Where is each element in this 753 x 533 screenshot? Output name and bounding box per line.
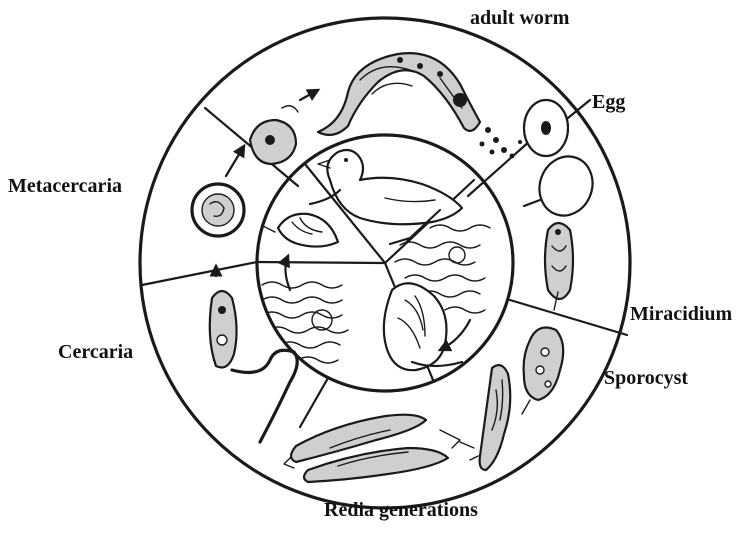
redia-right	[480, 365, 511, 470]
miracidium	[545, 223, 573, 310]
metacercaria	[192, 146, 244, 236]
label-miracidium: Miracidium	[630, 303, 733, 325]
redia-generations	[284, 415, 478, 482]
label-redia: Redia generations	[324, 499, 478, 521]
water-bubble-2	[449, 247, 465, 263]
sporocyst	[522, 328, 563, 414]
duck-host	[318, 150, 462, 244]
hatched-egg	[524, 149, 601, 223]
juvenile-fluke	[250, 90, 318, 164]
label-sporocyst: Sporocyst	[604, 367, 688, 389]
label-cercaria: Cercaria	[58, 341, 133, 363]
snail-small	[263, 214, 338, 247]
adult-worm	[318, 53, 480, 135]
label-egg: Egg	[592, 91, 625, 113]
water-waves	[262, 225, 490, 363]
cercaria	[210, 266, 297, 442]
label-metacercaria: Metacercaria	[8, 175, 122, 197]
label-adult-worm: adult worm	[470, 7, 570, 29]
egg	[524, 100, 590, 156]
